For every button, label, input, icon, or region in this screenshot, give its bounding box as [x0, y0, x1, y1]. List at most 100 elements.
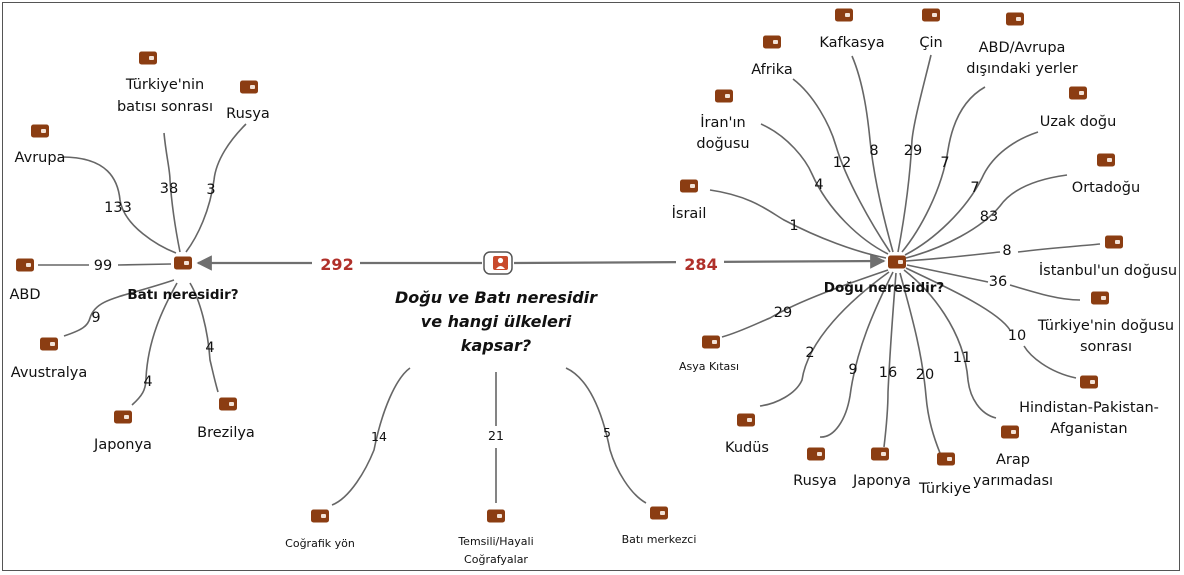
east-abd-avrupa-disindaki-yerler-code-icon[interactable]	[1006, 12, 1024, 26]
east-cin-edge	[897, 54, 932, 253]
question-node-icon[interactable]	[483, 251, 513, 275]
east-israil-code-icon[interactable]	[680, 179, 698, 193]
east-hub-title: Doğu neresidir?	[824, 280, 944, 296]
west-rusya-count: 3	[206, 182, 215, 198]
east-abd-avrupa-disindaki-yerler-edge	[901, 86, 986, 253]
east-cin-code-icon[interactable]	[922, 8, 940, 22]
east-kafkasya-edge	[851, 55, 894, 253]
west-rusya-edge	[185, 123, 247, 253]
east-iran-in-dogusu-edge	[760, 123, 889, 255]
west-total-count: 292	[320, 255, 353, 274]
east-uzak-dogu-edge	[904, 131, 1039, 256]
east-asya-kitasi-code-icon[interactable]	[702, 335, 720, 349]
east-ortadogu-count: 83	[980, 209, 998, 225]
west-turkiye-nin-batisi-sonrasi-count: 38	[160, 181, 178, 197]
east-asya-kitasi-edge	[721, 269, 889, 338]
west-rusya-code-icon[interactable]	[240, 80, 258, 94]
east-japonya-edge	[883, 272, 897, 448]
west-brezilya-label: Brezilya	[197, 425, 255, 441]
east-kudus-edge	[759, 271, 890, 407]
east-turkiye-code-icon[interactable]	[937, 452, 955, 466]
east-turkiye-nin-dogusu-sonrasi-code-icon[interactable]	[1091, 291, 1109, 305]
east-afrika-code-icon[interactable]	[763, 35, 781, 49]
other-cografik-yon-count: 14	[371, 429, 387, 444]
west-abd-label: ABD	[9, 287, 40, 303]
east-total-bg	[676, 253, 724, 275]
east-israil-edge	[709, 189, 887, 259]
east-afrika-label: Afrika	[751, 62, 793, 78]
other-bati-merkezci-edge	[565, 367, 647, 504]
east-arap-yarimadasi-count: 11	[953, 350, 971, 366]
east-arap-yarimadasi-code-icon[interactable]	[1001, 425, 1019, 439]
other-temsili-hayali-cografyalar-count: 21	[488, 428, 504, 443]
other-bati-merkezci-code-icon[interactable]	[650, 506, 668, 520]
other-bati-merkezci-label: Batı merkezci	[622, 533, 697, 546]
east-istanbul-un-dogusu-code-icon[interactable]	[1105, 235, 1123, 249]
other-bati-merkezci-count: 5	[603, 425, 611, 440]
east-turkiye-nin-dogusu-sonrasi-edge	[906, 264, 1081, 301]
west-hub-code-icon[interactable]	[174, 256, 192, 270]
east-kudus-code-icon[interactable]	[737, 413, 755, 427]
east-israil-label: İsrail	[672, 204, 707, 222]
east-rusya-edge	[819, 271, 894, 438]
east-total-count: 284	[684, 255, 717, 274]
east-uzak-dogu-count: 7	[970, 180, 979, 196]
west-avustralya-code-icon[interactable]	[40, 337, 58, 351]
west-avrupa-count: 133	[104, 200, 132, 216]
west-avrupa-edge	[61, 156, 177, 254]
east-ortadogu-edge	[905, 174, 1068, 259]
east-hindistan-pakistan-afganistan-code-icon[interactable]	[1080, 375, 1098, 389]
east-ortadogu-code-icon[interactable]	[1097, 153, 1115, 167]
west-japonya-code-icon[interactable]	[114, 410, 132, 424]
west-brezilya-edge	[189, 282, 219, 393]
west-turkiye-nin-batisi-sonrasi-code-icon[interactable]	[139, 51, 157, 65]
west-japonya-count: 4	[143, 374, 152, 390]
west-abd-count: 99	[94, 258, 112, 274]
east-asya-kitasi-count: 29	[774, 305, 792, 321]
east-kudus-label: Kudüs	[725, 440, 769, 456]
west-rusya-label: Rusya	[226, 106, 270, 122]
east-abd-avrupa-disindaki-yerler-count: 7	[940, 155, 949, 171]
east-turkiye-edge	[899, 272, 941, 454]
east-turkiye-nin-dogusu-sonrasi-count: 36	[989, 274, 1007, 290]
west-abd-edge	[38, 263, 172, 266]
edges-layer	[38, 54, 1101, 506]
east-cin-label: Çin	[919, 35, 942, 51]
east-iran-in-dogusu-count: 4	[814, 177, 823, 193]
west-hub-title: Batı neresidir?	[127, 287, 238, 303]
west-abd-code-icon[interactable]	[16, 258, 34, 272]
other-cografik-yon-label: Coğrafik yön	[285, 537, 355, 550]
east-uzak-dogu-code-icon[interactable]	[1069, 86, 1087, 100]
east-japonya-code-icon[interactable]	[871, 447, 889, 461]
east-iran-in-dogusu-code-icon[interactable]	[715, 89, 733, 103]
east-istanbul-un-dogusu-edge	[905, 243, 1101, 262]
east-rusya-count: 9	[848, 362, 857, 378]
other-cografik-yon-edge	[331, 367, 411, 506]
east-rusya-code-icon[interactable]	[807, 447, 825, 461]
east-hub-code-icon[interactable]	[888, 255, 906, 269]
east-japonya-label: Japonya	[852, 473, 911, 489]
east-asya-kitasi-label: Asya Kıtası	[679, 360, 739, 373]
other-temsili-hayali-cografyalar-code-icon[interactable]	[487, 509, 505, 523]
east-kafkasya-count: 8	[869, 143, 878, 159]
other-cografik-yon-code-icon[interactable]	[311, 509, 329, 523]
west-brezilya-code-icon[interactable]	[219, 397, 237, 411]
east-istanbul-un-dogusu-label: İstanbul'un doğusu	[1039, 261, 1177, 279]
west-total-bg	[312, 253, 360, 275]
west-avustralya-count: 9	[91, 310, 100, 326]
east-cin-count: 29	[904, 143, 922, 159]
east-turkiye-label: Türkiye	[918, 481, 971, 497]
east-rusya-label: Rusya	[793, 473, 837, 489]
east-kudus-count: 2	[805, 345, 814, 361]
west-avrupa-code-icon[interactable]	[31, 124, 49, 138]
east-kafkasya-code-icon[interactable]	[835, 8, 853, 22]
east-hindistan-pakistan-afganistan-edge	[905, 267, 1077, 379]
